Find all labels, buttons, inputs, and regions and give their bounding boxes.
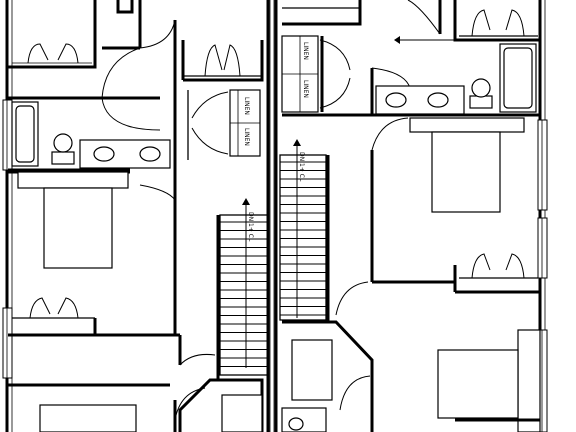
- closet-upper-right: [394, 0, 540, 44]
- closet-top-left: [8, 0, 97, 69]
- linen-label-1: LINEN: [243, 97, 250, 115]
- closet-lower-left: [12, 297, 97, 336]
- bedroom-right: [335, 117, 538, 316]
- linen-label-2: LINEN: [243, 128, 250, 146]
- sink-right-2: [427, 92, 449, 108]
- right-unit: LINEN LINEN: [279, 0, 548, 432]
- bathroom-left: [8, 96, 171, 172]
- sink-left-2: [139, 146, 161, 162]
- landing-left: [178, 378, 264, 432]
- sink-left-1: [93, 146, 115, 162]
- stair-label-left: DN 1+ CL: [247, 212, 254, 242]
- lower-bedroom-right: [437, 290, 541, 432]
- exterior-wall-left: [2, 0, 13, 432]
- bathroom-right: [372, 43, 540, 117]
- toilet-bowl-left: [53, 133, 73, 153]
- landing-right: [281, 320, 374, 432]
- headboard-left: [17, 171, 129, 189]
- hallway-walls-left: [101, 0, 177, 200]
- staircase-left: DN 1+ CL: [216, 198, 269, 380]
- closet-top-right: [282, 0, 442, 35]
- closet-upper-left-unit: [181, 40, 264, 82]
- bed-lower-right: [437, 349, 519, 419]
- headboard-lower-right: [517, 329, 541, 432]
- toilet-tank-right: [469, 95, 493, 109]
- linen-label-4: LINEN: [302, 80, 309, 98]
- toilet-bowl-right: [471, 78, 491, 98]
- linen-closets-right: LINEN LINEN: [281, 35, 351, 113]
- left-unit: LINEN LINEN: [2, 0, 269, 432]
- lower-bedroom-left: [8, 383, 206, 432]
- stair-label-right: DN 1+ CL: [298, 152, 305, 182]
- exterior-wall-right: [537, 0, 548, 432]
- headboard-right: [409, 117, 525, 133]
- toilet-tank-left: [51, 151, 75, 165]
- bed-right: [431, 131, 501, 213]
- linen-label-3: LINEN: [302, 42, 309, 60]
- bed-left: [43, 187, 113, 269]
- sink-right-1: [385, 92, 407, 108]
- linen-closets-left: LINEN LINEN: [187, 89, 261, 160]
- bedroom-left: [8, 170, 216, 366]
- bed-lower-left: [39, 404, 137, 432]
- staircase-right: DN 1+ CL: [279, 139, 330, 322]
